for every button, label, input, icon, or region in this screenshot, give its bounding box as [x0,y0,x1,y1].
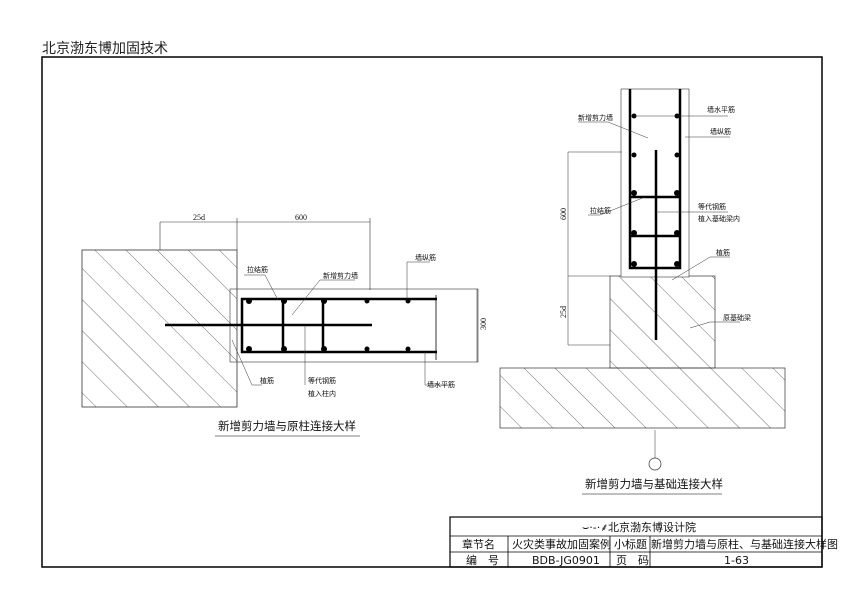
label-anchor: 植筋 [260,376,274,385]
left-detail-drawing: 25d 600 300 拉结筋 新增剪力墙 墙纵筋 植筋 等代钢筋 植入柱内 [81,213,488,437]
chapter-label: 章节名 [462,537,495,551]
left-detail-caption: 新增剪力墙与原柱连接大样 [218,419,356,433]
label-anchor-r: 植筋 [716,248,730,257]
subtitle-label: 小标题 [614,537,647,551]
title-block [449,516,823,568]
label-equiv-bar-r-2: 植入基础梁内 [698,214,740,223]
dim-300: 300 [479,318,488,330]
right-detail-drawing: 600 25d 墙水平筋 墙纵筋 新增剪力墙 拉结筋 等代钢筋 植入基础梁内 植… [499,88,786,495]
subtitle-value: 新增剪力墙与原柱、与基础连接大样图 [651,537,838,551]
number-label: 编 号 [466,553,499,567]
existing-column [81,249,238,408]
right-detail-caption: 新增剪力墙与基础连接大样 [585,477,723,491]
page-value: 1-63 [724,554,749,567]
label-vertical-bar-r: 墙纵筋 [710,127,731,136]
dim-25d-vertical: 25d [559,306,568,318]
dim-25d: 25d [193,213,205,222]
label-tie-bar: 拉结筋 [247,265,268,274]
dim-600-vertical: 600 [559,208,568,220]
label-equiv-bar: 等代钢筋 [308,376,336,385]
document-header: 北京渤东博加固技术 [42,41,168,57]
label-horizontal-bar: 墙水平筋 [427,380,455,389]
label-new-wall-r: 新增剪力墙 [578,113,613,122]
label-horizontal-bar-r: 墙水平筋 [707,105,735,114]
section-marker [648,457,662,471]
foundation [499,367,786,429]
dim-600: 600 [295,213,307,222]
label-equiv-bar-2: 植入柱内 [308,389,336,398]
label-new-wall: 新增剪力墙 [323,271,358,280]
chapter-value: 火灾类事故加固案例 [512,537,611,551]
sheet-frame [41,56,823,568]
label-existing-beam: 原基础梁 [723,313,751,322]
company-logo: ⌣·-·⸙ [582,521,608,534]
number-value: BDB-JG0901 [532,554,600,567]
label-vertical-bar: 墙纵筋 [415,253,436,262]
page-label: 页 码 [616,554,649,567]
label-tie-bar-r: 拉结筋 [590,206,611,215]
existing-beam [609,275,716,369]
label-equiv-bar-r: 等代钢筋 [698,202,726,211]
company-name: 北京渤东博设计院 [608,520,696,534]
